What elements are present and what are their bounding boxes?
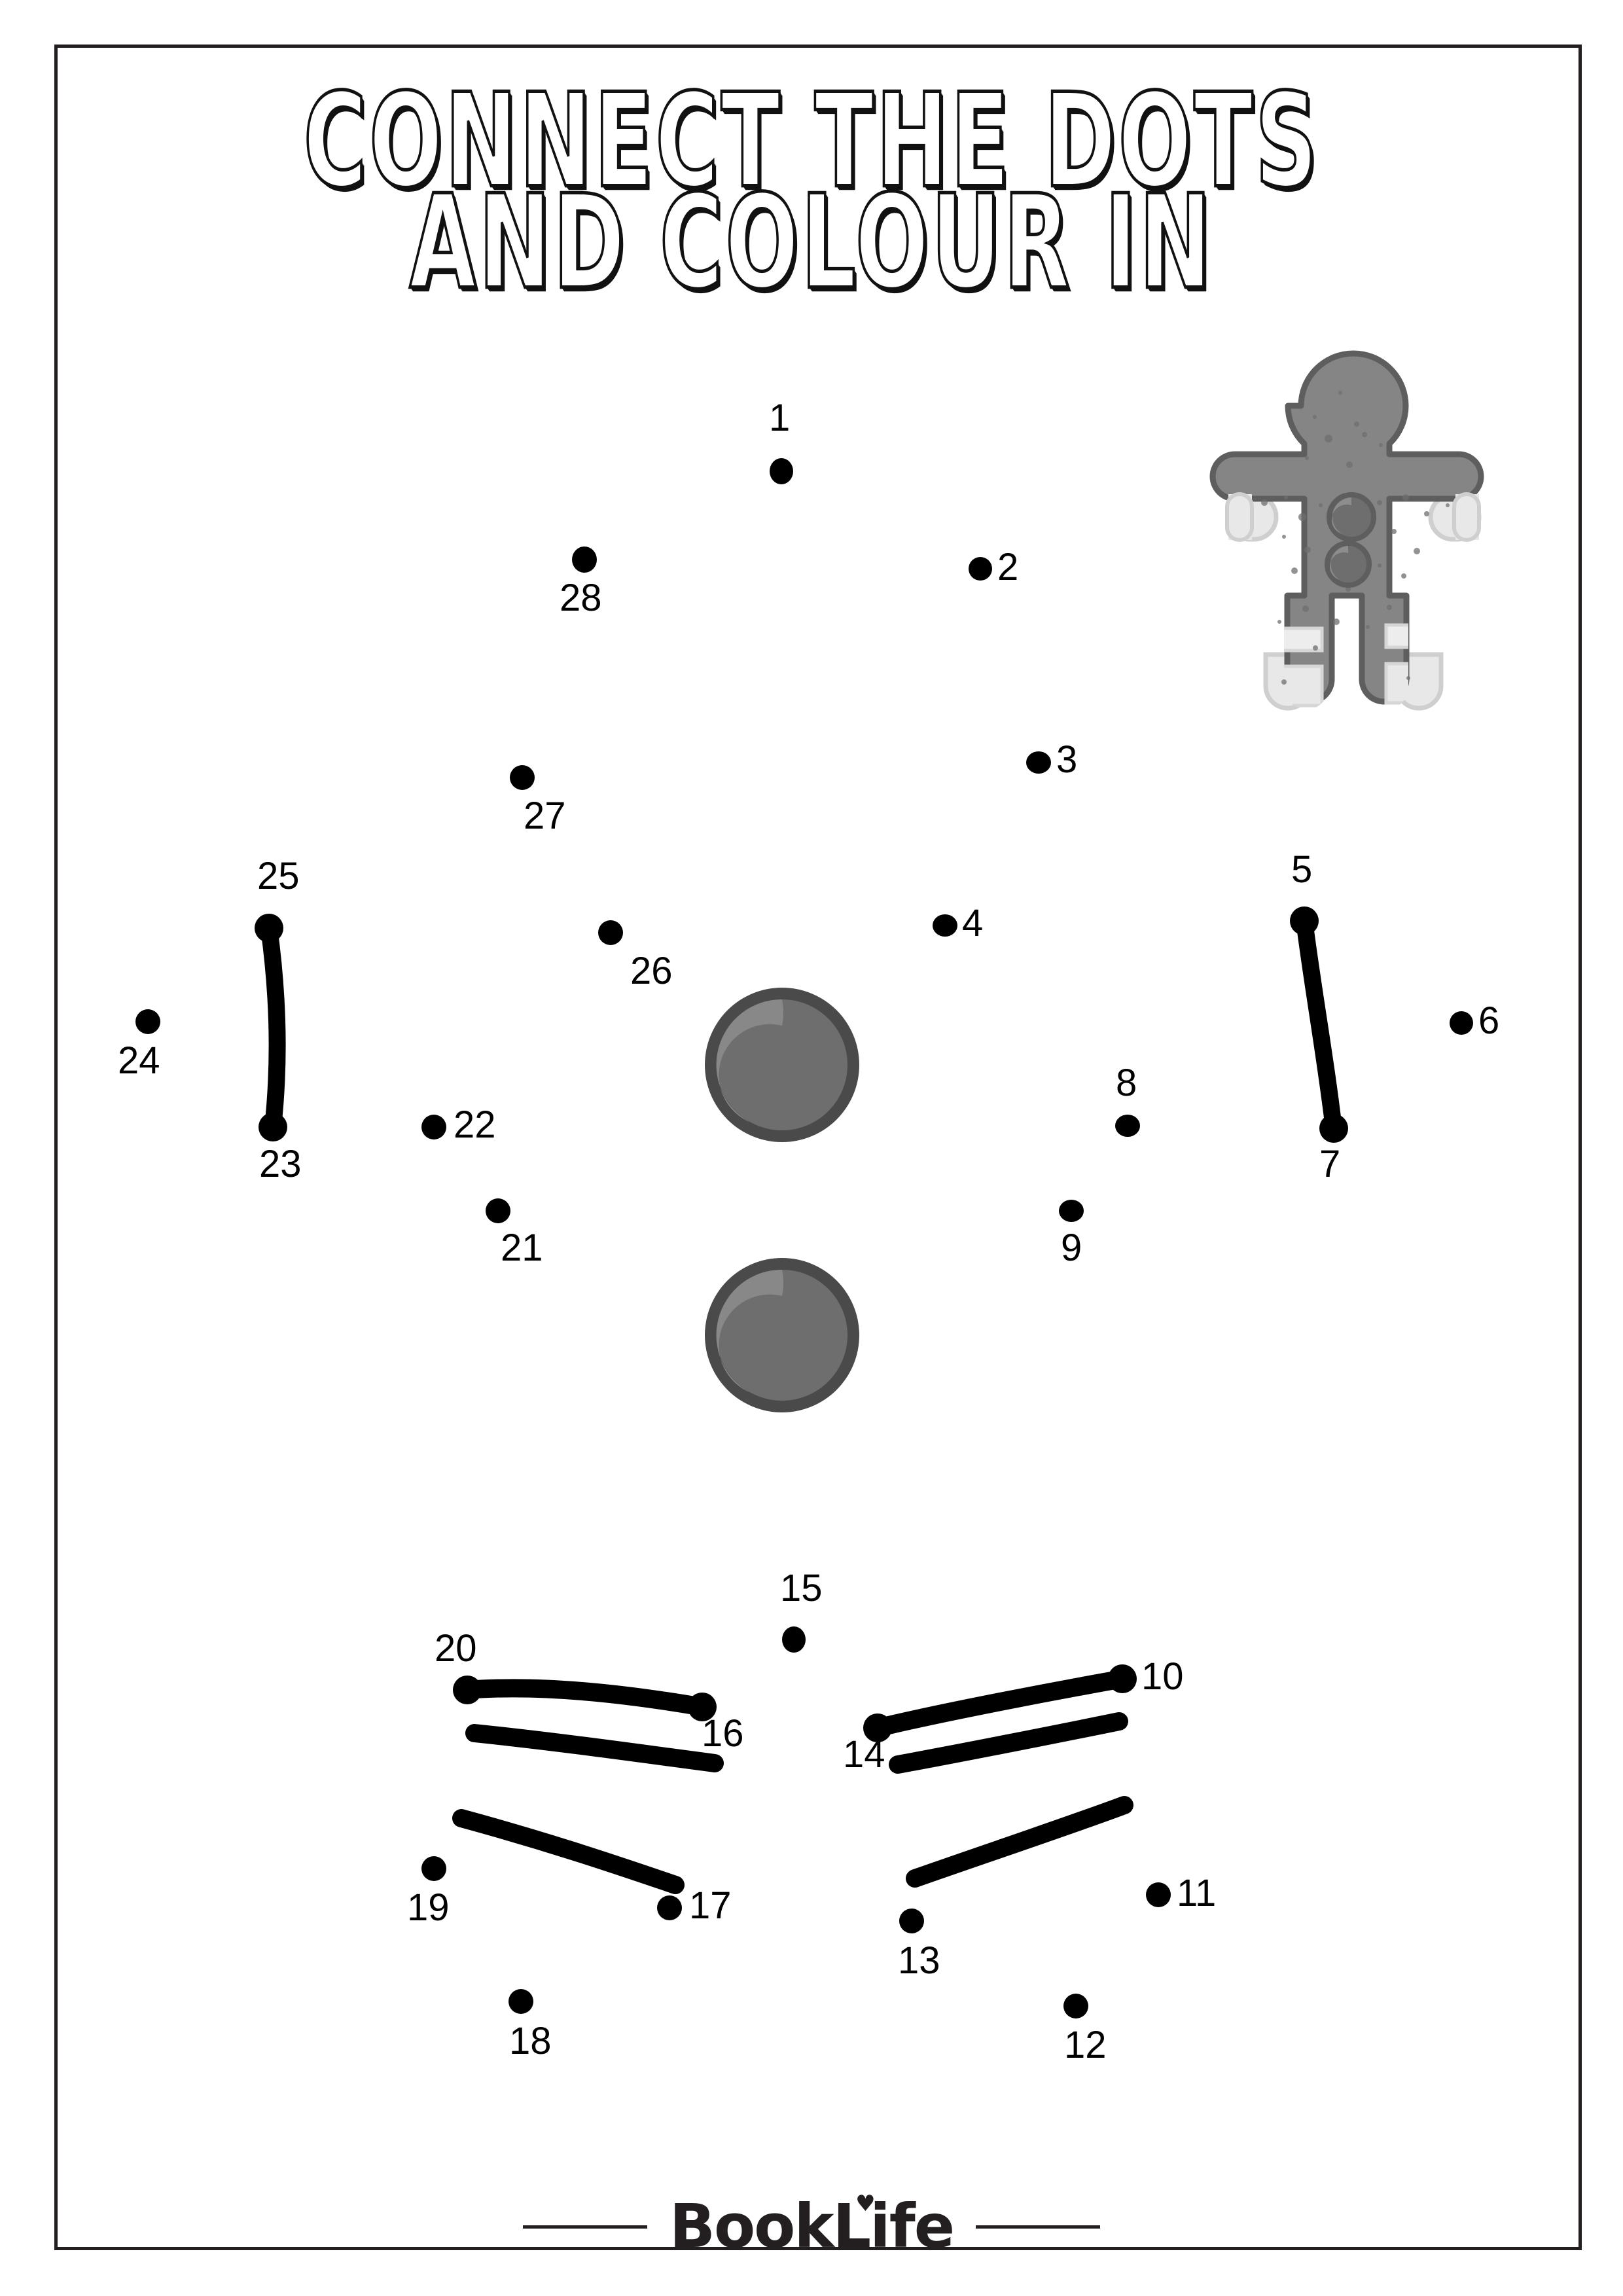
dot-label-26: 26 xyxy=(630,950,673,992)
dot-label-14: 14 xyxy=(843,1733,885,1776)
dot-21 xyxy=(486,1198,510,1223)
dot-23 xyxy=(259,1113,287,1141)
footer-branding: BookLife ♥ xyxy=(0,2193,1623,2257)
dot-10 xyxy=(1108,1664,1137,1693)
dot-5 xyxy=(1290,906,1319,935)
stroke-rib-right-lower xyxy=(906,1796,1133,1888)
dot-label-22: 22 xyxy=(454,1103,496,1146)
dot-label-6: 6 xyxy=(1478,999,1500,1042)
dot-18 xyxy=(508,1989,533,2014)
dot-label-25: 25 xyxy=(257,855,300,897)
dot-label-5: 5 xyxy=(1291,848,1313,891)
dot-label-16: 16 xyxy=(702,1712,744,1755)
dot-9 xyxy=(1059,1200,1084,1222)
dot-label-11: 11 xyxy=(1177,1872,1217,1914)
stroke-14-10 xyxy=(868,1670,1132,1737)
dot-label-2: 2 xyxy=(997,546,1019,588)
dot-label-8: 8 xyxy=(1116,1062,1137,1104)
booklife-wordmark: BookLife xyxy=(669,2191,955,2261)
stroke-rib-left-lower xyxy=(452,1809,685,1894)
dot-label-23: 23 xyxy=(259,1143,302,1185)
dot-label-12: 12 xyxy=(1064,2024,1107,2066)
dot-label-15: 15 xyxy=(780,1567,823,1609)
dot-label-28: 28 xyxy=(560,577,602,619)
stroke-20-16 xyxy=(458,1679,711,1716)
dot-label-1: 1 xyxy=(769,397,791,439)
page-title: CONNECT THE DOTS AND COLOUR IN xyxy=(0,66,1623,310)
decor-button-upper xyxy=(705,988,859,1142)
dot-label-19: 19 xyxy=(407,1886,450,1929)
dot-1 xyxy=(770,458,793,484)
dot-4 xyxy=(933,914,957,937)
dot-6 xyxy=(1450,1011,1473,1035)
dot-label-21: 21 xyxy=(501,1227,543,1269)
dot-label-17: 17 xyxy=(689,1884,732,1927)
dot-7 xyxy=(1319,1114,1348,1143)
dot-label-24: 24 xyxy=(118,1039,160,1082)
dot-label-18: 18 xyxy=(509,2020,552,2062)
dot-25 xyxy=(255,914,283,942)
stroke-25-23 xyxy=(260,920,286,1136)
dot-24 xyxy=(135,1009,160,1034)
dot-27 xyxy=(510,765,535,790)
dot-label-27: 27 xyxy=(524,795,566,837)
footer-rule-left xyxy=(522,2225,647,2229)
title-line-2: AND COLOUR IN xyxy=(408,168,1214,319)
dot-label-13: 13 xyxy=(898,1939,940,1982)
dot-2 xyxy=(969,557,992,581)
stroke-rib-left-upper xyxy=(465,1724,724,1772)
title-line-1: CONNECT THE DOTS xyxy=(302,66,1320,217)
dot-3 xyxy=(1026,751,1051,774)
dot-19 xyxy=(421,1856,446,1881)
dot-15 xyxy=(782,1626,806,1653)
dot-16 xyxy=(688,1693,717,1721)
dot-12 xyxy=(1063,1994,1088,2018)
footer-rule-right xyxy=(976,2225,1101,2229)
dot-label-20: 20 xyxy=(435,1627,477,1670)
dot-label-9: 9 xyxy=(1061,1227,1082,1269)
dot-14 xyxy=(863,1713,892,1742)
dot-11 xyxy=(1146,1882,1171,1907)
stroke-5-7 xyxy=(1296,912,1342,1137)
dot-13 xyxy=(899,1909,924,1933)
dot-20 xyxy=(453,1676,482,1704)
decor-button-lower xyxy=(705,1258,859,1412)
drawn-strokes xyxy=(260,912,1342,1894)
dot-17 xyxy=(657,1895,682,1920)
dot-label-10: 10 xyxy=(1141,1655,1184,1698)
dot-label-4: 4 xyxy=(962,902,984,944)
dot-28 xyxy=(572,547,597,573)
dot-8 xyxy=(1115,1115,1140,1137)
dot-label-3: 3 xyxy=(1056,738,1078,781)
dot-label-7: 7 xyxy=(1319,1143,1341,1185)
stroke-rib-right-upper xyxy=(889,1712,1128,1774)
dot-26 xyxy=(598,920,623,945)
booklife-logo: BookLife ♥ xyxy=(669,2193,955,2257)
gingerbread-man-icon xyxy=(1209,350,1484,711)
dot-22 xyxy=(421,1115,446,1139)
